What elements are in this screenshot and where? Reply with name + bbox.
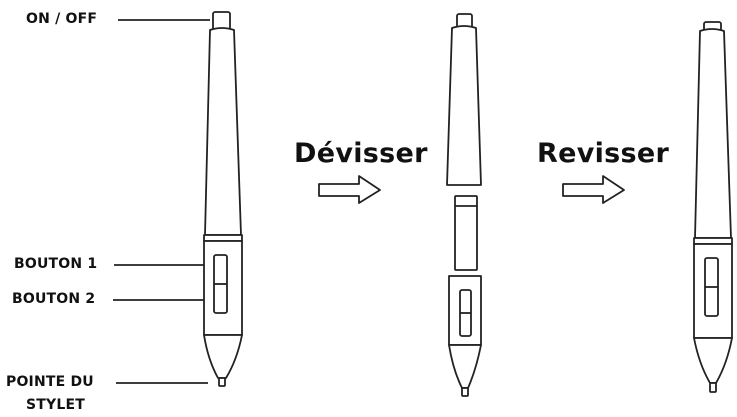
right-arrow-outline-icon <box>318 175 381 204</box>
label-revisser: Revisser <box>537 138 670 169</box>
pen-tip <box>218 377 226 387</box>
stylus-pen-icon <box>693 21 733 393</box>
label-on-off: ON / OFF <box>26 11 98 27</box>
pen-barrel-upper <box>694 28 732 239</box>
pen-barrel-upper <box>446 25 482 186</box>
pen-cone <box>693 337 733 384</box>
label-pointe-line2: STYLET <box>26 397 86 413</box>
label-pointe-line1: POINTE DU <box>6 374 94 390</box>
pen-cone <box>203 334 243 379</box>
pen-tip <box>709 382 717 393</box>
pen-barrel-upper <box>204 27 242 236</box>
label-bouton-2: BOUTON 2 <box>12 291 96 307</box>
stylus-pen-icon <box>203 11 243 387</box>
label-devisser: Dévisser <box>294 138 428 169</box>
stylus-pen-icon <box>446 13 482 397</box>
label-bouton-1: BOUTON 1 <box>14 256 98 272</box>
pen-cone <box>448 344 482 389</box>
pen-tip <box>461 387 469 397</box>
right-arrow-outline-icon <box>562 175 625 204</box>
battery-icon <box>454 195 478 271</box>
